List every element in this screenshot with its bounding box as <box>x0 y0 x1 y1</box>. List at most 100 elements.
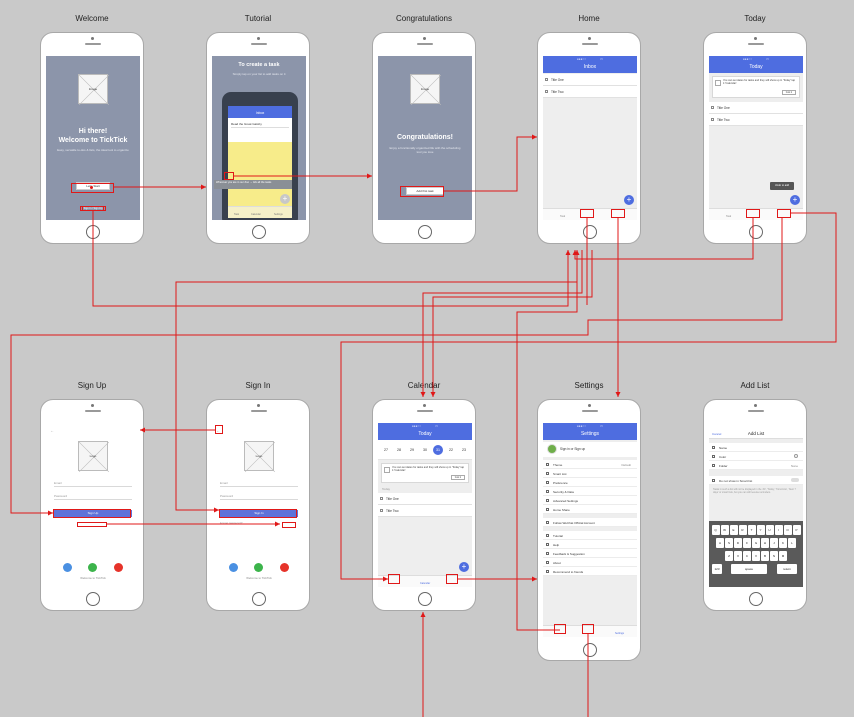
lets-start-button[interactable]: Let's Start <box>76 182 110 190</box>
tutorial-add-fab[interactable]: + <box>280 194 290 204</box>
keyboard-key[interactable]: T <box>747 525 756 535</box>
keyboard-key[interactable]: Y <box>756 525 765 535</box>
keyboard-key[interactable]: F <box>743 538 751 548</box>
image-placeholder: Image <box>78 74 109 105</box>
settings-item-help[interactable]: Help <box>543 540 637 549</box>
keyboard-key[interactable]: W <box>720 525 729 535</box>
weibo-login-icon[interactable] <box>280 563 289 572</box>
sign-up-button[interactable]: Sign Up <box>54 510 132 517</box>
congrats-subtitle: Enjoy a functionally organized life with… <box>389 146 461 154</box>
settings-item-about[interactable]: About <box>543 558 637 567</box>
color-swatch[interactable] <box>794 454 798 458</box>
checkbox-icon[interactable] <box>380 497 383 500</box>
keyboard-key[interactable]: C <box>743 551 751 561</box>
settings-item-home-share[interactable]: Home Share <box>543 505 637 514</box>
keyboard-key[interactable]: K <box>779 538 787 548</box>
keyboard-key[interactable]: B <box>761 551 769 561</box>
calendar-day[interactable]: 28 <box>397 448 401 452</box>
list-item[interactable]: Title One <box>378 493 472 505</box>
keyboard-return-key[interactable]: return <box>777 564 797 574</box>
calendar-appbar: ●●●○○ ▭ Today <box>378 423 472 440</box>
qq-login-icon[interactable] <box>229 563 238 572</box>
tip-got-it-button[interactable]: Got it <box>781 89 796 95</box>
qq-login-icon[interactable] <box>63 563 72 572</box>
back-arrow-icon[interactable]: ← <box>216 428 220 433</box>
keyboard-key[interactable]: J <box>770 538 778 548</box>
keyboard-key[interactable]: O <box>783 525 792 535</box>
settings-item-feedback[interactable]: Feedback & Suggestion <box>543 549 637 558</box>
tab-settings[interactable]: Settings <box>615 632 625 635</box>
keyboard-key[interactable]: N <box>770 551 778 561</box>
account-label: Sign in or Sign up <box>560 447 586 451</box>
wechat-login-icon[interactable] <box>88 563 97 572</box>
list-item[interactable]: Title One <box>543 74 637 86</box>
keyboard-key[interactable]: Z <box>725 551 733 561</box>
settings-item-preference[interactable]: Preference <box>543 478 637 487</box>
keyboard-key[interactable]: G <box>752 538 760 548</box>
keyboard-key[interactable]: L <box>788 538 796 548</box>
keyboard-key[interactable]: P <box>792 525 801 535</box>
keyboard-key[interactable]: Q <box>711 525 720 535</box>
weibo-login-icon[interactable] <box>114 563 123 572</box>
list-item[interactable]: Title One <box>709 102 803 114</box>
keyboard-key[interactable]: I <box>774 525 783 535</box>
calendar-day[interactable]: 29 <box>410 448 414 452</box>
account-row[interactable]: Sign in or Sign up <box>543 442 637 457</box>
settings-item-advanced[interactable]: Advanced Settings <box>543 496 637 505</box>
tip-got-it-button[interactable]: Got it <box>450 474 465 480</box>
checkbox-icon[interactable] <box>380 509 383 512</box>
list-item[interactable]: Title Two <box>543 86 637 98</box>
settings-item-tutorial[interactable]: Tutorial <box>543 531 637 540</box>
email-field[interactable]: Email <box>220 478 298 487</box>
keyboard-key[interactable]: S <box>725 538 733 548</box>
back-arrow-icon[interactable]: ← <box>50 428 54 433</box>
keyboard-key[interactable]: X <box>734 551 742 561</box>
keyboard-key[interactable]: R <box>738 525 747 535</box>
calendar-day[interactable]: 23 <box>462 448 466 452</box>
keyboard-key[interactable]: H <box>761 538 769 548</box>
calendar-day[interactable]: 22 <box>449 448 453 452</box>
keyboard-key[interactable]: U <box>765 525 774 535</box>
settings-item-smart-list[interactable]: Smart List <box>543 469 637 478</box>
password-field[interactable]: Password <box>54 491 132 500</box>
list-item[interactable]: Title Two <box>378 505 472 517</box>
settings-item-security[interactable]: Security & Data <box>543 487 637 496</box>
wechat-login-icon[interactable] <box>254 563 263 572</box>
checkbox-icon[interactable] <box>545 78 548 81</box>
add-task-fab[interactable]: + <box>459 562 469 572</box>
tab-calendar[interactable]: Calendar <box>420 582 431 585</box>
add-list-name-field[interactable]: Name <box>709 443 803 452</box>
settings-item-wechat[interactable]: Follow WeChat Official Account <box>543 518 637 527</box>
settings-item-recommend[interactable]: Recommend to friends <box>543 567 637 576</box>
add-task-fab[interactable]: + <box>790 195 800 205</box>
email-field[interactable]: Email <box>54 478 132 487</box>
tab-task[interactable]: Task <box>726 215 732 218</box>
list-item[interactable]: Title Two <box>709 114 803 126</box>
checkbox-icon[interactable] <box>545 90 548 93</box>
tab-task[interactable]: Task <box>560 215 566 218</box>
keyboard-key[interactable]: D <box>734 538 742 548</box>
calendar-day[interactable]: 30 <box>423 448 427 452</box>
checkbox-icon[interactable] <box>711 118 714 121</box>
password-field[interactable]: Password <box>220 491 298 500</box>
sign-in-button[interactable]: Sign In <box>220 510 298 517</box>
calendar-day-selected[interactable]: 31 <box>433 445 443 455</box>
smart-list-toggle[interactable] <box>791 478 799 482</box>
forgot-password-link[interactable]: Forget password? <box>220 521 243 525</box>
keyboard-key[interactable]: M <box>779 551 787 561</box>
checkbox-icon[interactable] <box>711 106 714 109</box>
keyboard-key[interactable]: V <box>752 551 760 561</box>
add-list-color-row[interactable]: Color <box>709 452 803 461</box>
calendar-day[interactable]: 27 <box>384 448 388 452</box>
smart-list-toggle-row[interactable]: Do not show in Smart list <box>709 476 803 485</box>
add-task-fab[interactable]: + <box>624 195 634 205</box>
cancel-button[interactable]: Cancel <box>712 432 722 436</box>
keyboard-key[interactable]: E <box>729 525 738 535</box>
status-bar: ●●●○○ ▭ <box>576 424 604 428</box>
keyboard-key[interactable]: A <box>716 538 724 548</box>
home-appbar: ●●●○○ ▭ Inbox <box>543 56 637 73</box>
keyboard-space-key[interactable]: space <box>731 564 767 574</box>
keyboard-number-key[interactable]: 123 <box>712 564 722 574</box>
